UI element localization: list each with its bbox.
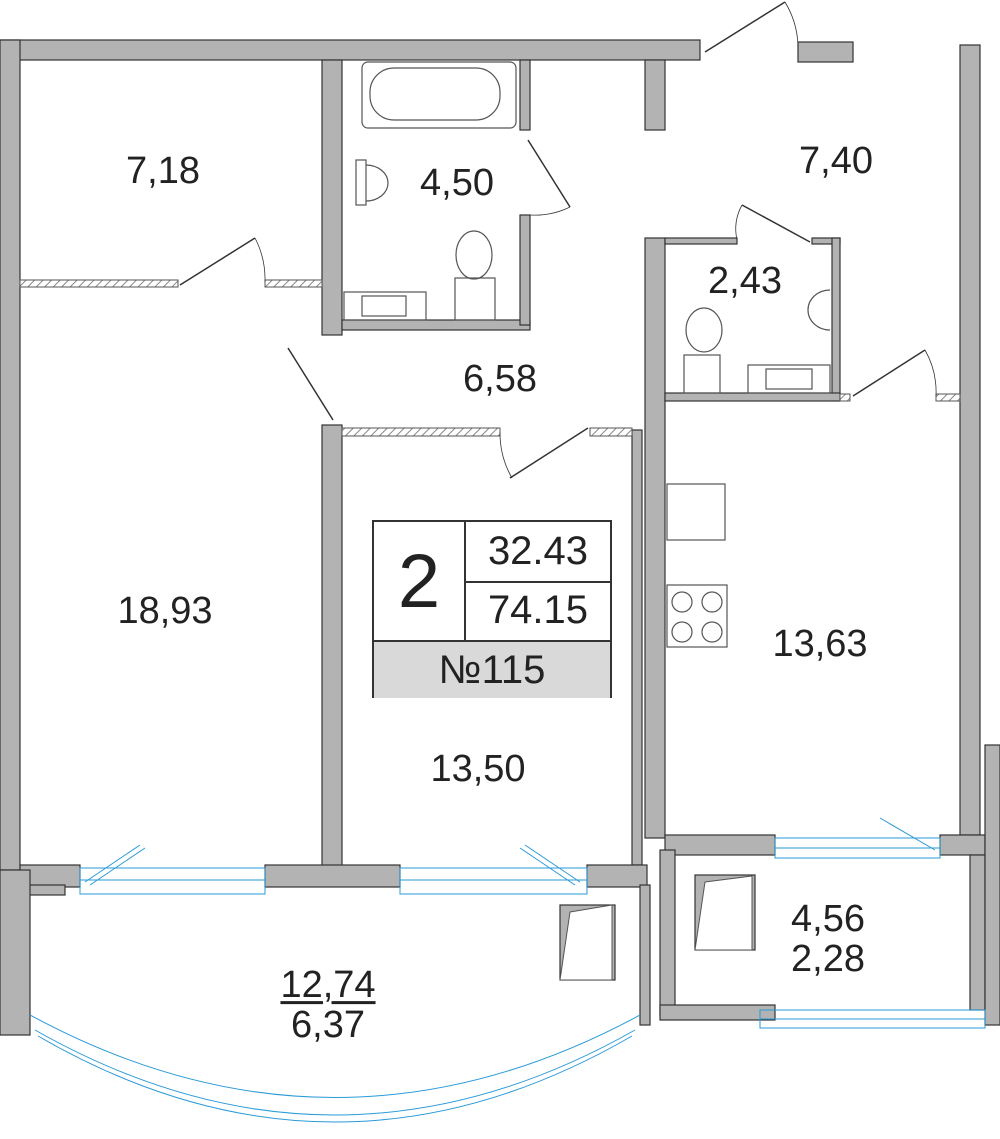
room-area-living-room: 13,50 <box>430 748 526 791</box>
apartment-number: №115 <box>374 640 610 698</box>
loggia-reduced-area: 6,37 <box>291 1004 365 1046</box>
walls <box>0 39 1000 1036</box>
room-count: 2 <box>374 522 466 640</box>
total-area: 74.15 <box>487 588 589 632</box>
room-area-kitchen: 13,63 <box>772 623 868 666</box>
balcony-area: 4,56 <box>791 898 865 941</box>
room-area-hall: 7,40 <box>799 140 873 183</box>
balcony-reduced-area: 2,28 <box>791 938 865 980</box>
living-area: 32.43 <box>464 522 612 583</box>
room-area-bathroom: 4,50 <box>420 162 494 205</box>
partitions <box>19 279 961 437</box>
fixtures <box>343 61 831 648</box>
ducts <box>559 875 753 981</box>
loggia-area: 12,74 <box>280 964 376 1007</box>
room-area-loggia: 12,74 6,37 <box>280 964 376 1046</box>
room-area-bedroom-large: 18,93 <box>117 590 213 633</box>
apartment-info-box: 2 32.43 74.15 №115 <box>372 520 612 698</box>
room-area-corridor: 6,58 <box>463 358 537 401</box>
windows <box>29 817 986 1123</box>
room-area-balcony: 4,56 2,28 <box>791 898 865 980</box>
room-area-wc: 2,43 <box>708 260 782 303</box>
room-area-bedroom-small: 7,18 <box>126 150 200 193</box>
doors <box>179 1 937 479</box>
